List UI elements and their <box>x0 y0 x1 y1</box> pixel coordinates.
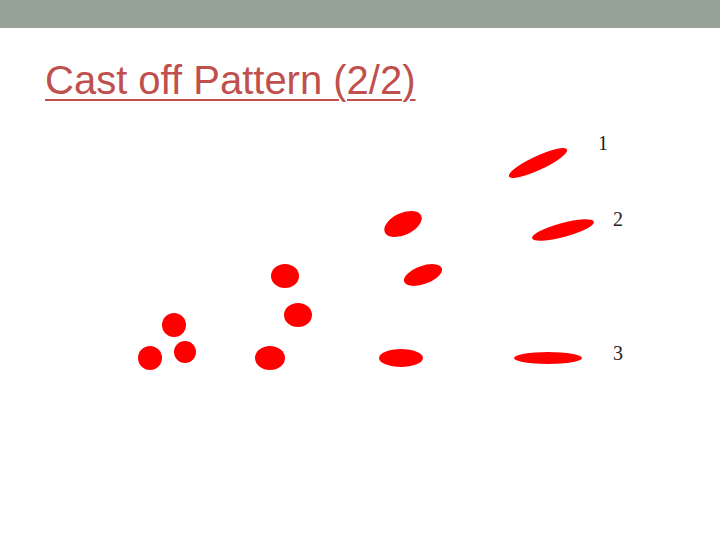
callout-number-slot: 1 <box>598 133 608 153</box>
blood-drop <box>379 349 423 367</box>
slide-title-slot: Cast off Pattern (2/2) <box>45 58 416 102</box>
blood-drop <box>530 215 595 245</box>
header-bar <box>0 0 720 28</box>
callout-number: 3 <box>613 343 623 363</box>
callout-number: 2 <box>613 209 623 229</box>
blood-drop <box>271 264 299 288</box>
blood-drop <box>138 346 162 370</box>
callout-number-slot: 3 <box>613 343 623 363</box>
blood-drop <box>255 346 285 370</box>
blood-drop <box>162 313 186 337</box>
blood-drop <box>380 206 426 243</box>
blood-drop <box>514 352 582 364</box>
blood-drop <box>284 303 312 327</box>
blood-drop <box>401 260 445 291</box>
callout-number-slot: 2 <box>613 209 623 229</box>
blood-drop <box>174 341 196 363</box>
slide-title: Cast off Pattern (2/2) <box>45 58 416 102</box>
callout-number: 1 <box>598 133 608 153</box>
blood-drop <box>506 143 570 183</box>
